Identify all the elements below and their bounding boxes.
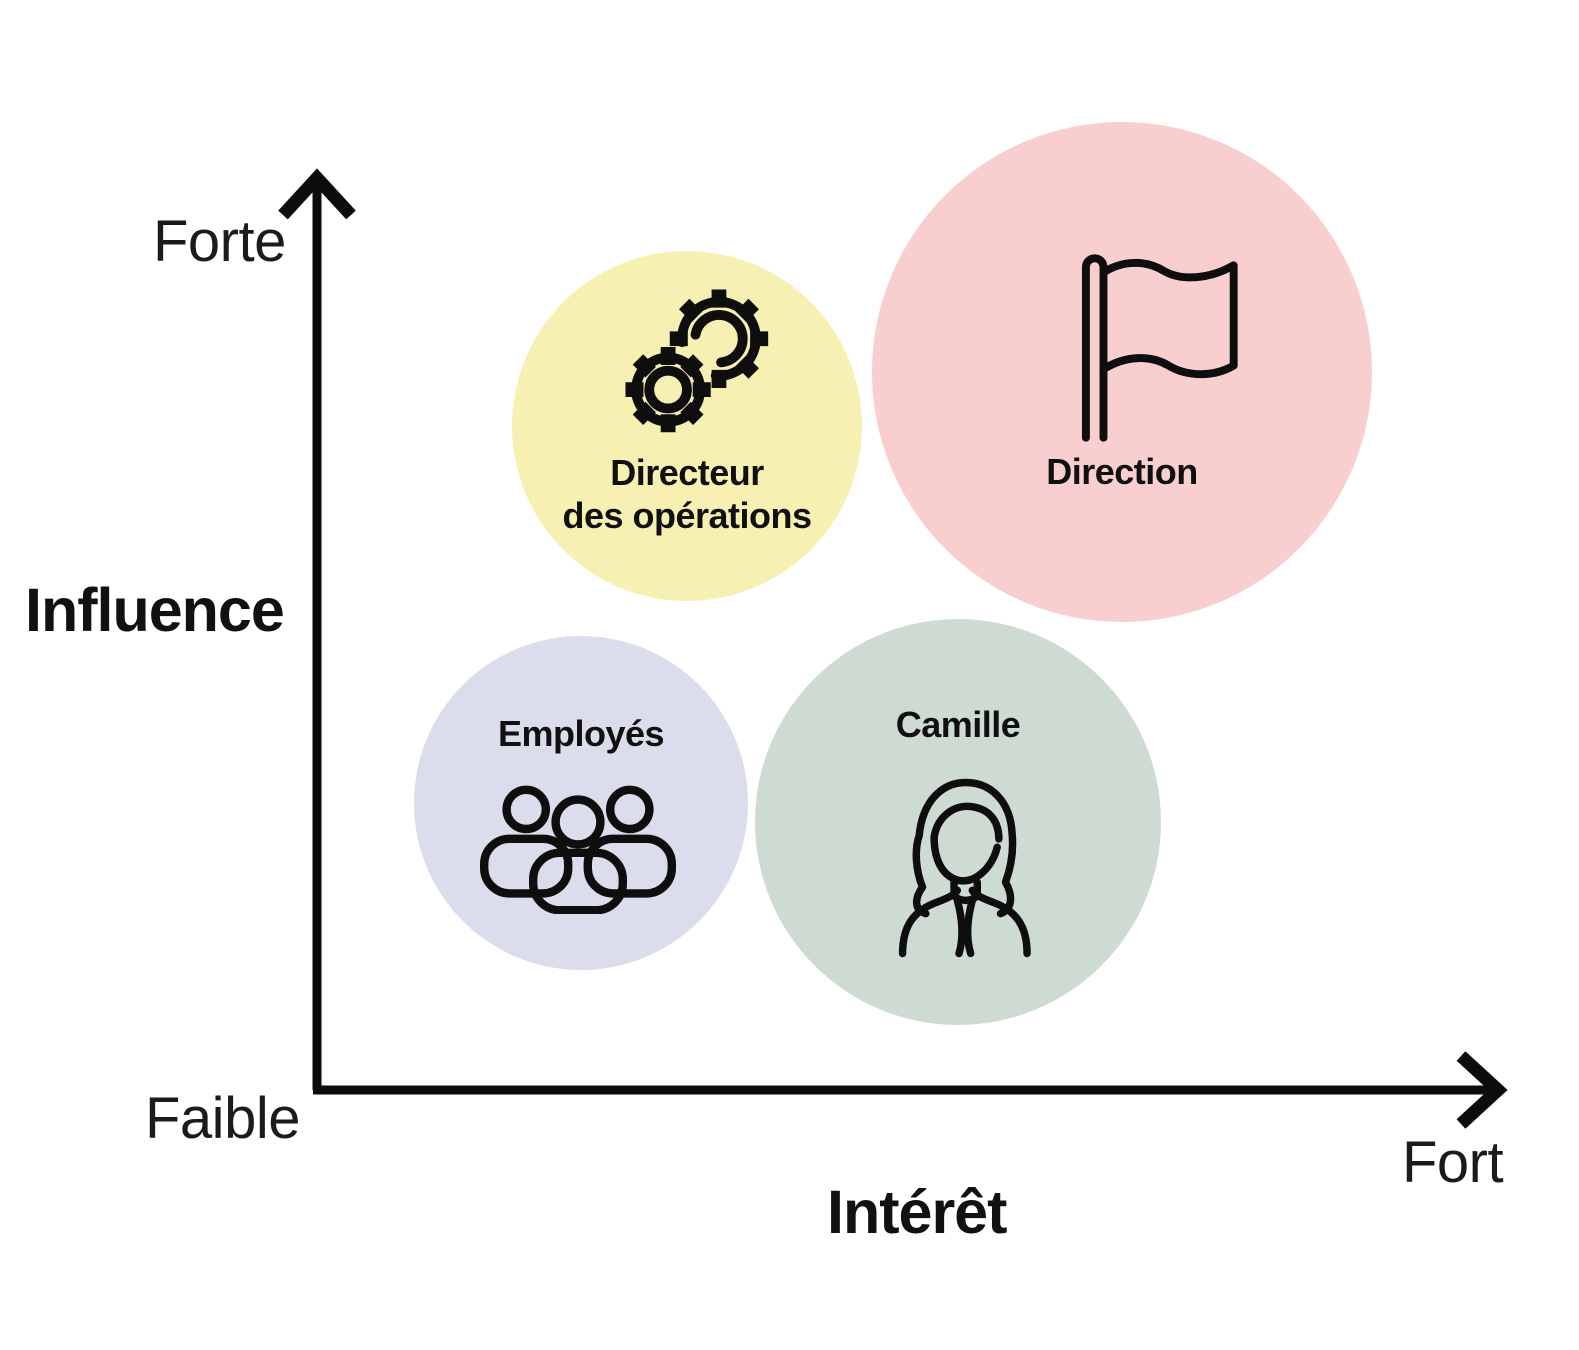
- person-right-head: [606, 785, 654, 834]
- bubble-label-line: des opérations: [562, 495, 812, 536]
- x-axis-title: Intérêt: [827, 1178, 1007, 1246]
- bubble-label: Employés: [497, 713, 665, 754]
- x-axis-max-label: Fort: [1402, 1130, 1504, 1195]
- y-axis-min-label: Faible: [145, 1086, 300, 1151]
- woman-jaw: [930, 833, 1001, 885]
- x-axis-arrow-icon: [1456, 1051, 1508, 1129]
- gears-icon: [625, 289, 769, 433]
- bubble-label: Direction: [1046, 451, 1198, 492]
- woman-lapel-left: [953, 896, 966, 958]
- person-front-head: [551, 795, 605, 849]
- people-icon: [480, 785, 676, 914]
- woman-icon: [898, 778, 1031, 958]
- bubble-label: Camille: [895, 704, 1021, 745]
- person-front-body: [529, 848, 627, 914]
- bubble-direction: Direction: [872, 122, 1372, 622]
- person-left-body: [480, 834, 573, 898]
- y-axis-arrow-icon: [278, 168, 356, 220]
- woman-fringe: [930, 802, 1003, 843]
- woman-hair: [912, 778, 1017, 918]
- flag-banner: [1099, 258, 1238, 379]
- bubble-camille: Camille: [755, 619, 1161, 1025]
- bubble-employes: Employés: [414, 636, 748, 970]
- small-gear-hole: [644, 365, 692, 414]
- bubble-directeur-des-operations: Directeur des opérations: [512, 251, 862, 601]
- bubble-label-line: Directeur: [610, 452, 764, 493]
- bubble-label: Directeur des opérations: [512, 451, 862, 537]
- big-gear-hole: [690, 310, 748, 368]
- y-axis-max-label: Forte: [153, 209, 286, 274]
- person-right-body: [583, 834, 676, 898]
- y-axis-title: Influence: [25, 576, 285, 644]
- small-gear-body: [631, 352, 706, 427]
- flag-pole: [1081, 254, 1108, 442]
- woman-shoulder-right: [968, 886, 1031, 958]
- woman-shoulder-left: [898, 886, 962, 958]
- flag-icon: [1081, 254, 1238, 442]
- woman-lapel-right: [963, 896, 977, 958]
- person-left-head: [502, 785, 550, 834]
- big-gear-body: [677, 296, 761, 381]
